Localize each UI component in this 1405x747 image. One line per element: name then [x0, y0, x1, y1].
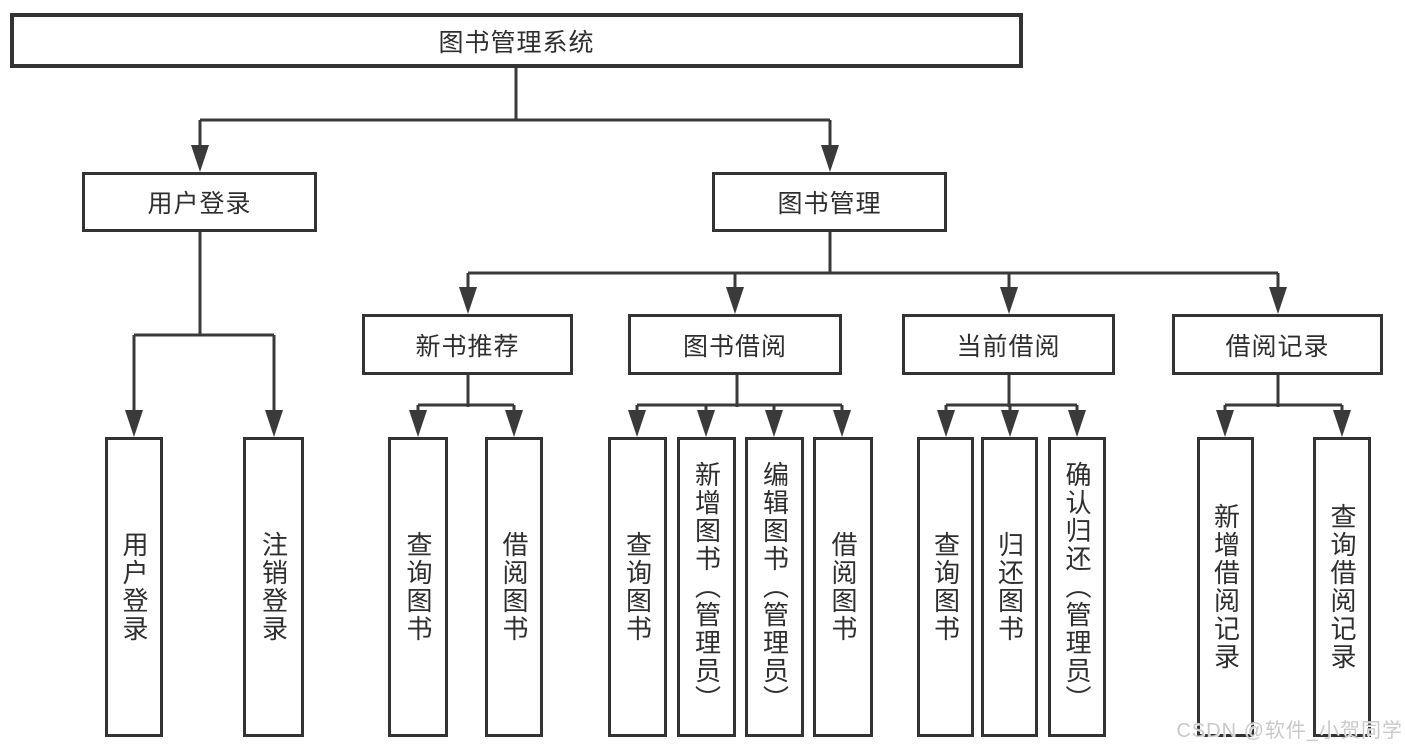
leaf-query-borrow-record-label: 查询借阅记录 [1327, 503, 1357, 671]
leaf-borrow-books-recommend-label: 借阅图书 [499, 531, 529, 643]
node-borrow-records: 借阅记录 [1172, 314, 1383, 375]
leaf-query-books-current: 查询图书 [917, 437, 974, 737]
leaf-query-books-borrow-label: 查询图书 [622, 531, 653, 643]
node-book-borrow: 图书借阅 [628, 314, 842, 375]
root-node-label: 图书管理系统 [438, 28, 595, 57]
leaf-add-book-admin: 新增图书（管理员） [677, 437, 736, 737]
leaf-return-books: 归还图书 [981, 437, 1038, 737]
leaf-query-books-recommend: 查询图书 [388, 437, 448, 737]
leaf-borrow-books-recommend: 借阅图书 [485, 437, 543, 737]
leaf-query-books-current-label: 查询图书 [930, 531, 961, 643]
root-node: 图书管理系统 [10, 13, 1023, 68]
leaf-logout: 注销登录 [243, 437, 304, 737]
leaf-edit-book-admin: 编辑图书（管理员） [745, 437, 804, 737]
node-book-management-label: 图书管理 [777, 190, 882, 218]
leaf-borrow-books-borrow-label: 借阅图书 [828, 531, 858, 643]
leaf-query-books-recommend-label: 查询图书 [403, 531, 433, 643]
node-new-book-recommend-label: 新书推荐 [415, 332, 520, 361]
node-borrow-records-label: 借阅记录 [1225, 332, 1330, 361]
leaf-return-books-label: 归还图书 [994, 531, 1025, 643]
leaf-add-book-admin-label: 新增图书（管理员） [691, 461, 722, 713]
leaf-add-borrow-record: 新增借阅记录 [1197, 437, 1254, 737]
leaf-add-borrow-record-label: 新增借阅记录 [1210, 503, 1241, 671]
node-book-borrow-label: 图书借阅 [682, 332, 787, 361]
leaf-confirm-return-admin: 确认归还（管理员） [1048, 437, 1106, 737]
node-current-borrow: 当前借阅 [902, 314, 1115, 375]
node-new-book-recommend: 新书推荐 [362, 314, 573, 375]
leaf-user-login-label: 用户登录 [119, 531, 149, 643]
leaf-user-login: 用户登录 [105, 437, 163, 737]
leaf-query-books-borrow: 查询图书 [608, 437, 667, 737]
leaf-edit-book-admin-label: 编辑图书（管理员） [759, 461, 790, 713]
node-user-login: 用户登录 [82, 172, 317, 232]
node-current-borrow-label: 当前借阅 [956, 332, 1061, 361]
node-book-management: 图书管理 [712, 172, 947, 232]
node-user-login-label: 用户登录 [147, 190, 252, 218]
arrowheads [125, 145, 1351, 437]
leaf-logout-label: 注销登录 [258, 531, 289, 643]
leaf-confirm-return-admin-label: 确认归还（管理员） [1062, 461, 1092, 713]
leaf-borrow-books-borrow: 借阅图书 [813, 437, 873, 737]
leaf-query-borrow-record: 查询借阅记录 [1313, 437, 1371, 737]
csdn-watermark: CSDN @软件_小贺同学 [1176, 720, 1403, 742]
